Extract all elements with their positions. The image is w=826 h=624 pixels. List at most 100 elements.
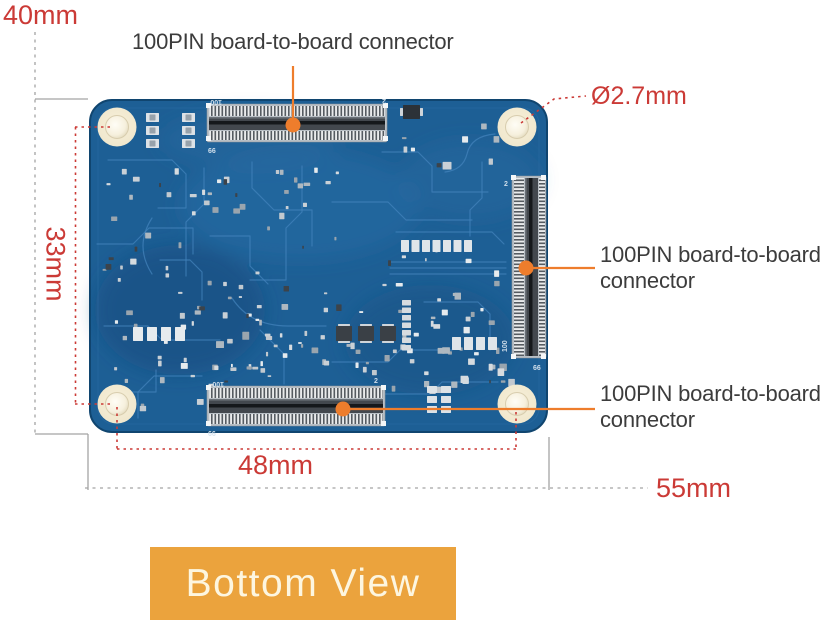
pcb-trace bbox=[159, 259, 203, 301]
smd-component bbox=[178, 242, 182, 249]
smd-component bbox=[468, 358, 475, 365]
smd-components bbox=[102, 105, 524, 413]
smd-component bbox=[183, 357, 187, 363]
smd-component bbox=[165, 265, 169, 271]
smd-component bbox=[282, 353, 288, 358]
smd-component bbox=[275, 170, 280, 175]
smd-component bbox=[298, 342, 302, 344]
smd-component bbox=[214, 365, 219, 370]
pcb-trace bbox=[96, 227, 194, 255]
smd-component bbox=[402, 330, 411, 336]
silkscreen-pin66: 66 bbox=[208, 148, 216, 155]
smd-component bbox=[297, 183, 304, 189]
smd-component bbox=[294, 177, 298, 183]
smd-component bbox=[441, 309, 448, 316]
mounting-hole-top-left bbox=[97, 107, 137, 147]
smd-component bbox=[392, 349, 397, 354]
pcb-trace bbox=[209, 235, 269, 285]
smd-component bbox=[481, 123, 487, 130]
smd-component bbox=[238, 284, 244, 290]
smd-component bbox=[508, 378, 515, 387]
smd-component bbox=[480, 307, 484, 312]
smd-component bbox=[402, 315, 411, 321]
smd-component bbox=[384, 355, 390, 362]
dimension-lines-red bbox=[74, 95, 587, 450]
smd-component bbox=[281, 303, 289, 310]
smd-component bbox=[410, 147, 415, 152]
smd-component bbox=[401, 240, 409, 252]
pcb-trace bbox=[469, 161, 483, 237]
smd-component bbox=[224, 380, 229, 383]
smd-component bbox=[323, 360, 330, 366]
smd-component bbox=[494, 280, 500, 287]
pcb-trace bbox=[444, 133, 496, 173]
silkscreen-pin100: 100 bbox=[212, 380, 224, 387]
smd-component bbox=[338, 341, 350, 343]
smd-component bbox=[464, 337, 473, 350]
smd-component bbox=[289, 344, 293, 351]
smd-component bbox=[185, 114, 192, 121]
smd-component bbox=[443, 240, 451, 252]
smd-component bbox=[436, 163, 442, 168]
smd-component bbox=[350, 342, 355, 350]
smd-component bbox=[336, 326, 352, 341]
smd-component bbox=[403, 146, 408, 153]
smd-component bbox=[129, 194, 133, 200]
smd-component bbox=[190, 374, 195, 378]
smd-component bbox=[402, 300, 411, 306]
smd-component bbox=[102, 268, 107, 271]
silkscreen-pin100: 100 bbox=[210, 98, 222, 105]
bottom-view-banner-label: Bottom View bbox=[185, 561, 421, 605]
mounting-hole-top-right bbox=[497, 107, 537, 147]
silkscreen-pin2: 2 bbox=[382, 97, 386, 104]
smd-component bbox=[395, 283, 403, 287]
smd-component bbox=[463, 326, 470, 334]
smd-component bbox=[227, 338, 233, 344]
pcb-trace bbox=[107, 159, 187, 209]
smd-component bbox=[323, 307, 329, 313]
smd-component bbox=[158, 360, 162, 367]
smd-component bbox=[239, 203, 246, 210]
smd-component bbox=[355, 362, 359, 368]
dimension-hole-pitch-vertical: 33mm bbox=[40, 226, 71, 302]
silkscreen-pin66: 66 bbox=[208, 431, 216, 438]
dimension-lines-gray bbox=[34, 32, 648, 490]
smd-component bbox=[433, 324, 441, 329]
silkscreen-pin66: 66 bbox=[533, 365, 541, 372]
smd-component bbox=[105, 263, 112, 270]
smd-component bbox=[279, 169, 284, 175]
dimension-board-width: 55mm bbox=[656, 473, 732, 503]
label-right-connector: 100PIN board-to-board connector bbox=[600, 242, 821, 294]
smd-component bbox=[267, 226, 270, 231]
smd-component bbox=[430, 316, 436, 320]
smd-component bbox=[365, 361, 369, 365]
smd-component bbox=[432, 240, 441, 252]
smd-component bbox=[300, 344, 304, 348]
smd-component bbox=[117, 277, 121, 282]
smd-component bbox=[402, 345, 411, 351]
smd-component bbox=[336, 304, 342, 312]
smd-component bbox=[265, 336, 273, 341]
smd-component bbox=[359, 311, 364, 314]
pcb-trace bbox=[142, 217, 153, 275]
dimension-hole-diameter: Ø2.7mm bbox=[591, 82, 687, 110]
mounting-hole-bottom-right bbox=[497, 384, 537, 424]
silkscreen-pin100: 100 bbox=[502, 340, 509, 352]
smd-component bbox=[165, 273, 170, 278]
pcb-trace bbox=[331, 201, 473, 221]
smd-component bbox=[196, 398, 204, 405]
smd-component bbox=[358, 326, 374, 341]
smd-component bbox=[114, 367, 118, 371]
smd-component bbox=[199, 306, 205, 311]
smd-component bbox=[422, 240, 430, 252]
smd-component bbox=[230, 367, 237, 372]
smd-component bbox=[255, 271, 260, 275]
smd-component bbox=[420, 108, 423, 116]
smd-component bbox=[185, 140, 192, 147]
smd-component bbox=[460, 375, 469, 384]
smd-component bbox=[246, 313, 249, 319]
smd-component bbox=[207, 192, 213, 196]
smd-component bbox=[362, 366, 367, 373]
